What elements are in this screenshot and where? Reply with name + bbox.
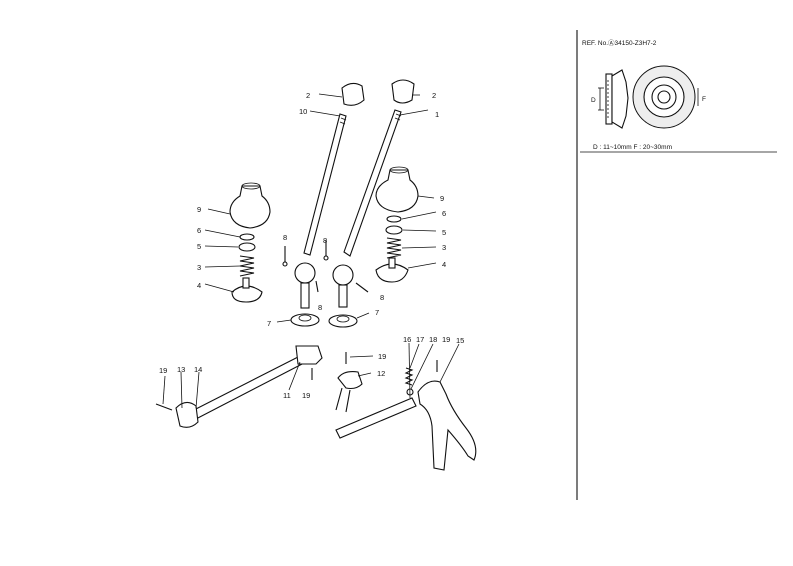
callout-1: 1 bbox=[435, 110, 439, 119]
shift-fork-15 bbox=[417, 380, 477, 471]
callout-7-right: 7 bbox=[375, 308, 379, 317]
joint-11 bbox=[295, 345, 323, 365]
left-lever-ball bbox=[294, 262, 316, 284]
dim-d-label: D bbox=[591, 97, 596, 104]
callout-2-right: 2 bbox=[432, 91, 436, 100]
left-boot bbox=[229, 185, 271, 229]
callout-19-a: 19 bbox=[159, 366, 167, 375]
callout-10: 10 bbox=[299, 107, 307, 116]
end-bracket-13 bbox=[175, 401, 199, 428]
right-spring bbox=[386, 237, 402, 259]
left-lever-rod bbox=[303, 113, 347, 256]
callout-2-left: 2 bbox=[306, 91, 310, 100]
right-washer bbox=[386, 215, 402, 223]
callout-5-right: 5 bbox=[442, 228, 446, 237]
callout-11: 11 bbox=[283, 391, 291, 400]
callout-9-right: 9 bbox=[440, 194, 444, 203]
callout-18: 18 bbox=[429, 335, 437, 344]
callout-3-right: 3 bbox=[442, 243, 446, 252]
bolt-19-left bbox=[155, 403, 173, 411]
right-lever-rod bbox=[343, 109, 402, 257]
left-collar bbox=[238, 242, 256, 252]
callout-4-right: 4 bbox=[442, 260, 446, 269]
left-lever-shank bbox=[300, 282, 310, 309]
callout-8-c: 8 bbox=[318, 303, 322, 312]
callout-16: 16 bbox=[403, 335, 411, 344]
seal-side-view bbox=[598, 69, 629, 129]
callout-12: 12 bbox=[377, 369, 385, 378]
callout-17: 17 bbox=[416, 335, 424, 344]
callout-4-left: 4 bbox=[197, 281, 201, 290]
left-washer bbox=[239, 233, 255, 241]
seal-front-view bbox=[632, 65, 699, 129]
lower-left-shaft bbox=[155, 345, 323, 428]
callout-8-d: 8 bbox=[380, 293, 384, 302]
ref-number: REF. No.Ⓐ34150-Z3H7-2 bbox=[582, 39, 657, 47]
left-spring bbox=[239, 255, 255, 277]
left-knob bbox=[341, 82, 365, 106]
callout-6-left: 6 bbox=[197, 226, 201, 235]
right-knob bbox=[391, 79, 415, 104]
right-lever-shank bbox=[338, 284, 348, 308]
dim-f-label: F bbox=[702, 96, 706, 103]
lower-right-shaft bbox=[335, 352, 477, 471]
callout-6-right: 6 bbox=[442, 209, 446, 218]
callout-19-b: 19 bbox=[378, 352, 386, 361]
callout-numbers: 1 2 2 3 3 4 4 5 5 6 6 7 7 8 8 8 8 9 9 10… bbox=[159, 91, 464, 400]
callout-14: 14 bbox=[194, 365, 202, 374]
left-lever-assembly bbox=[229, 82, 365, 327]
leader-lines bbox=[162, 93, 460, 409]
right-lever-ball bbox=[332, 264, 354, 286]
shift-rod-16 bbox=[335, 397, 417, 439]
shift-rod-14 bbox=[189, 355, 305, 421]
right-boot bbox=[375, 169, 419, 213]
left-plate bbox=[290, 313, 320, 327]
ref-box: REF. No.Ⓐ34150-Z3H7-2 D F D : 11~10mm F … bbox=[582, 39, 706, 151]
size-spec: D : 11~10mm F : 20~30mm bbox=[593, 144, 672, 151]
callout-8-b: 8 bbox=[323, 236, 327, 245]
callout-19-c: 19 bbox=[302, 391, 310, 400]
right-collar bbox=[385, 225, 403, 235]
callout-19-d: 19 bbox=[442, 335, 450, 344]
callout-9-left: 9 bbox=[197, 205, 201, 214]
callout-15: 15 bbox=[456, 336, 464, 345]
spring-17 bbox=[404, 367, 414, 386]
right-plate bbox=[328, 314, 358, 328]
callout-13: 13 bbox=[177, 365, 185, 374]
callout-3-left: 3 bbox=[197, 263, 201, 272]
right-lever-assembly bbox=[323, 79, 419, 328]
arm-12 bbox=[337, 371, 363, 390]
callout-7-left: 7 bbox=[267, 319, 271, 328]
callout-8-a: 8 bbox=[283, 233, 287, 242]
callout-5-left: 5 bbox=[197, 242, 201, 251]
